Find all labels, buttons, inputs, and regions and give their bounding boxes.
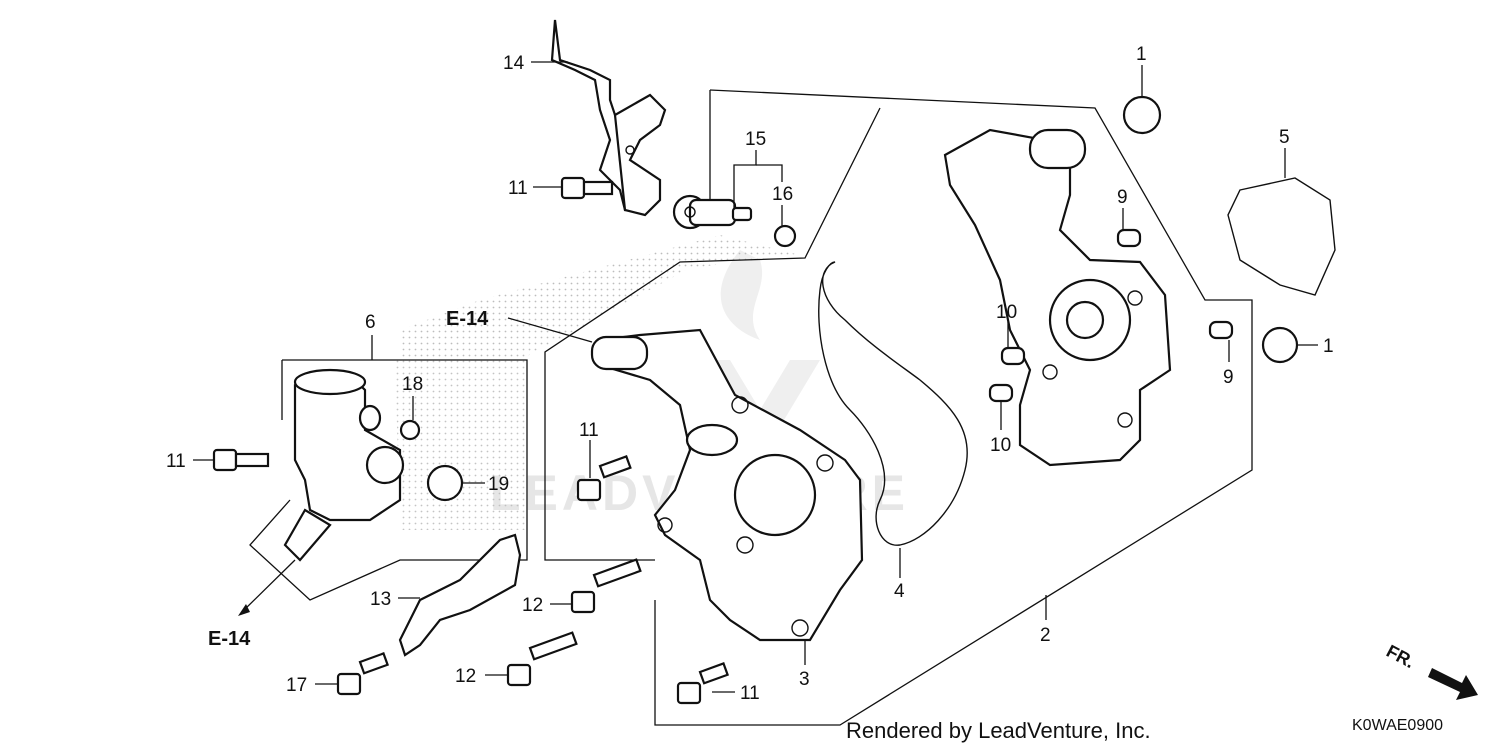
part-12-bolt-lower xyxy=(506,631,578,687)
part-11-bolt-top xyxy=(560,176,614,200)
callout-12-lower: 12 xyxy=(455,666,476,687)
part-6-housing xyxy=(283,368,405,562)
callout-9-right: 9 xyxy=(1223,367,1234,388)
callout-16: 16 xyxy=(772,184,793,205)
callout-10-bottom: 10 xyxy=(990,435,1011,456)
callout-6: 6 xyxy=(365,312,376,333)
callout-3: 3 xyxy=(799,669,810,690)
callout-15: 15 xyxy=(745,129,766,150)
part-1-oring-right xyxy=(1261,326,1299,364)
callout-11-bottom: 11 xyxy=(740,683,760,704)
part-12-bolt-upper xyxy=(570,558,642,614)
part-11-bolt-mid xyxy=(576,455,632,502)
part-10-dowel-top xyxy=(1000,346,1026,366)
part-15-sensor xyxy=(672,194,753,230)
fr-arrow-icon xyxy=(1428,668,1478,700)
part-4-gasket xyxy=(818,261,968,546)
callout-18: 18 xyxy=(402,374,423,395)
part-1-oring-top xyxy=(1122,95,1162,135)
part-5-gasket xyxy=(1227,177,1336,296)
assembly-outline-6 xyxy=(249,359,528,601)
part-19-oring xyxy=(426,464,464,502)
callout-1-right: 1 xyxy=(1323,336,1334,357)
callout-17: 17 xyxy=(286,675,307,696)
callout-9-top: 9 xyxy=(1117,187,1128,208)
front-direction-indicator: FR. xyxy=(1383,641,1478,700)
callout-11-top: 11 xyxy=(508,178,528,199)
stipple-area xyxy=(400,235,800,360)
part-18-oring xyxy=(399,419,421,441)
part-10-dowel-bottom xyxy=(988,383,1014,403)
part-11-bolt-left xyxy=(212,448,270,472)
diagram-code: K0WAE0900 xyxy=(1352,717,1444,734)
callout-14: 14 xyxy=(503,53,525,74)
credit-text: Rendered by LeadVenture, Inc. xyxy=(846,718,1151,743)
callout-13: 13 xyxy=(370,589,391,610)
part-9-dowel-right xyxy=(1208,320,1234,340)
callout-10-top: 10 xyxy=(996,302,1017,323)
part-11-bolt-bottom xyxy=(676,662,730,705)
callout-11-left: 11 xyxy=(166,451,186,472)
part-9-dowel-top xyxy=(1116,228,1142,248)
part-14-bracket xyxy=(550,19,667,217)
part-2-pump-body xyxy=(943,128,1172,467)
callout-12-upper: 12 xyxy=(522,595,543,616)
ref-e14-bottom: E-14 xyxy=(208,628,251,650)
part-16-washer xyxy=(773,224,797,248)
part-3-cover xyxy=(590,328,864,642)
callout-4: 4 xyxy=(894,581,905,602)
part-17-bolt xyxy=(336,652,390,696)
callout-labels: 14 11 15 16 1 5 9 1 9 10 10 6 18 19 11 1… xyxy=(166,44,1334,704)
callout-5: 5 xyxy=(1279,127,1290,148)
callout-2: 2 xyxy=(1040,625,1051,646)
callout-11-mid: 11 xyxy=(579,420,599,441)
part-13-bracket xyxy=(398,533,522,657)
leader-lines xyxy=(193,61,1318,693)
fr-label: FR. xyxy=(1383,641,1418,672)
callout-1-top: 1 xyxy=(1136,44,1147,65)
assembly-outline-2 xyxy=(544,89,1253,726)
callout-19: 19 xyxy=(488,474,509,495)
ref-e14-top: E-14 xyxy=(446,308,489,330)
